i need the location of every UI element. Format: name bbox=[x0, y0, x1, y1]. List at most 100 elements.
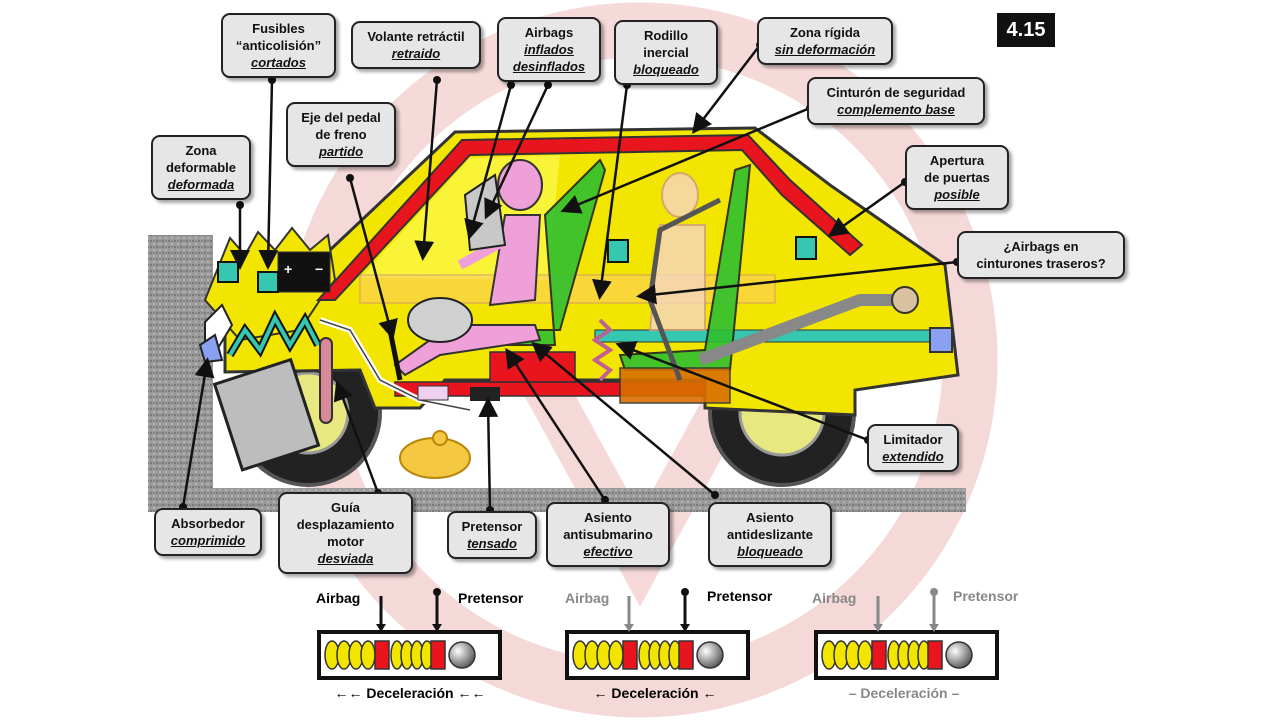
callout-apertura: Apertura de puertas posible bbox=[905, 145, 1009, 210]
explosion-cloud bbox=[399, 430, 471, 479]
callout-line: Zona bbox=[185, 143, 217, 158]
mech-3-airbag-label: Airbag bbox=[812, 590, 857, 606]
callout-state: deformada bbox=[167, 177, 235, 192]
mech-3-deceleration: – Deceleración – bbox=[848, 685, 960, 701]
callout-line: Rodillo bbox=[643, 28, 689, 43]
crash-wall bbox=[148, 235, 213, 510]
inertia-ball bbox=[696, 641, 724, 669]
callout-state: bloqueado bbox=[737, 544, 803, 559]
callout-line: de freno bbox=[315, 127, 367, 142]
rear-beam bbox=[697, 294, 905, 366]
callout-zona-deformable: Zona deformable deformada bbox=[151, 135, 251, 200]
airbag-trigger-arrowhead bbox=[873, 624, 883, 632]
callout-line: Asiento bbox=[746, 510, 794, 525]
callout-guia: Guía desplazamiento motor desviada bbox=[278, 492, 413, 574]
callout-line: deformable bbox=[165, 160, 237, 175]
callout-state: desinflados bbox=[512, 59, 586, 74]
callout-state: bloqueado bbox=[633, 62, 699, 77]
rear-seat-rail bbox=[619, 367, 731, 404]
callout-line: Absorbedor bbox=[171, 516, 245, 531]
callout-state: inflados bbox=[524, 42, 574, 57]
mech-2-airbag-label: Airbag bbox=[565, 590, 610, 606]
battery bbox=[277, 251, 331, 293]
callout-line: antisubmarino bbox=[563, 527, 653, 542]
callout-line: Volante retráctil bbox=[367, 29, 465, 44]
callout-line: Cinturón de seguridad bbox=[826, 85, 966, 100]
callout-line: motor bbox=[327, 534, 364, 549]
callout-state: sin deformación bbox=[774, 42, 876, 57]
callout-line: inercial bbox=[643, 45, 689, 60]
spring-coil bbox=[360, 640, 376, 670]
mech-1-airbag-label: Airbag bbox=[316, 590, 361, 606]
callout-rodillo: Rodillo inercial bloqueado bbox=[614, 20, 718, 85]
callout-asiento-antisubmarino: Asiento antisubmarino efectivo bbox=[546, 502, 670, 567]
door-open-icon bbox=[795, 236, 817, 260]
mech-3-pretensor-label: Pretensor bbox=[953, 588, 1019, 604]
callout-line: Pretensor bbox=[461, 519, 523, 534]
callout-state: tensado bbox=[467, 536, 517, 551]
rear-beam-ball bbox=[891, 286, 919, 314]
callout-state: comprimido bbox=[170, 533, 246, 548]
callout-absorbedor: Absorbedor comprimido bbox=[154, 508, 262, 556]
callout-line: “anticolisión” bbox=[235, 38, 322, 53]
engine-block bbox=[212, 357, 321, 472]
door-open-icon bbox=[607, 239, 629, 263]
mech-2-pretensor-label: Pretensor bbox=[707, 588, 773, 604]
inertia-ball bbox=[945, 641, 973, 669]
figure-number-badge: 4.15 bbox=[997, 13, 1055, 47]
trigger-block bbox=[374, 640, 390, 670]
mechanism-panels bbox=[317, 588, 999, 680]
callout-asiento-antideslizante: Asiento antideslizante bloqueado bbox=[708, 502, 832, 567]
callout-line: cinturones traseros? bbox=[976, 256, 1106, 271]
pretensor-trigger-arrowhead bbox=[680, 624, 690, 632]
callout-line: Asiento bbox=[584, 510, 632, 525]
limiter-spring bbox=[591, 318, 614, 382]
callout-cinturon: Cinturón de seguridad complemento base bbox=[807, 77, 985, 125]
callout-state: retraido bbox=[391, 46, 441, 61]
trigger-block bbox=[622, 640, 638, 670]
callout-state: efectivo bbox=[583, 544, 633, 559]
callout-zona-rigida: Zona rígida sin deformación bbox=[757, 17, 893, 65]
airbag-trigger-arrowhead bbox=[376, 624, 386, 632]
airbag-wheel bbox=[407, 297, 473, 343]
callout-volante: Volante retráctil retraido bbox=[351, 21, 481, 69]
fuse-icon bbox=[217, 261, 239, 283]
callout-limitador: Limitador extendido bbox=[867, 424, 959, 472]
callout-line: Airbags bbox=[524, 25, 574, 40]
callout-line: Limitador bbox=[883, 432, 943, 447]
spring-coil bbox=[608, 640, 624, 670]
trigger-block bbox=[678, 640, 694, 670]
mech-1-pretensor-label: Pretensor bbox=[458, 590, 524, 606]
callout-state: posible bbox=[934, 187, 980, 202]
callout-line: desplazamiento bbox=[296, 517, 395, 532]
pointer-lines bbox=[181, 44, 958, 511]
inertia-ball bbox=[448, 641, 476, 669]
callout-airbags-traseros: ¿Airbags en cinturones traseros? bbox=[957, 231, 1125, 279]
trigger-block bbox=[430, 640, 446, 670]
callout-line: Eje del pedal bbox=[301, 110, 381, 125]
callout-line: antideslizante bbox=[727, 527, 813, 542]
rigid-frame bbox=[315, 133, 864, 301]
callout-line: Guía bbox=[331, 500, 360, 515]
rear-light bbox=[929, 327, 953, 353]
callout-state: cortados bbox=[251, 55, 306, 70]
svg-text:−: − bbox=[315, 261, 323, 277]
callout-airbags: Airbags inflados desinflados bbox=[497, 17, 601, 82]
callout-pretensor: Pretensor tensado bbox=[447, 511, 537, 559]
callout-fusibles: Fusibles “anticolisión” cortados bbox=[221, 13, 336, 78]
svg-text:+: + bbox=[284, 261, 292, 277]
pretensor-trigger-arrowhead bbox=[929, 624, 939, 632]
callout-line: Zona rígida bbox=[789, 25, 861, 40]
trigger-block bbox=[927, 640, 943, 670]
passenger-dummy bbox=[648, 172, 706, 331]
callout-line: Fusibles bbox=[252, 21, 305, 36]
callout-state: extendido bbox=[882, 449, 944, 464]
fuse-icon bbox=[257, 271, 279, 293]
airbag-trigger-arrowhead bbox=[624, 624, 634, 632]
callout-eje-pedal: Eje del pedal de freno partido bbox=[286, 102, 396, 167]
pretensor-device bbox=[470, 387, 500, 401]
callout-state: partido bbox=[318, 144, 364, 159]
callout-line: Apertura bbox=[929, 153, 985, 168]
absorber-rod bbox=[319, 337, 333, 424]
